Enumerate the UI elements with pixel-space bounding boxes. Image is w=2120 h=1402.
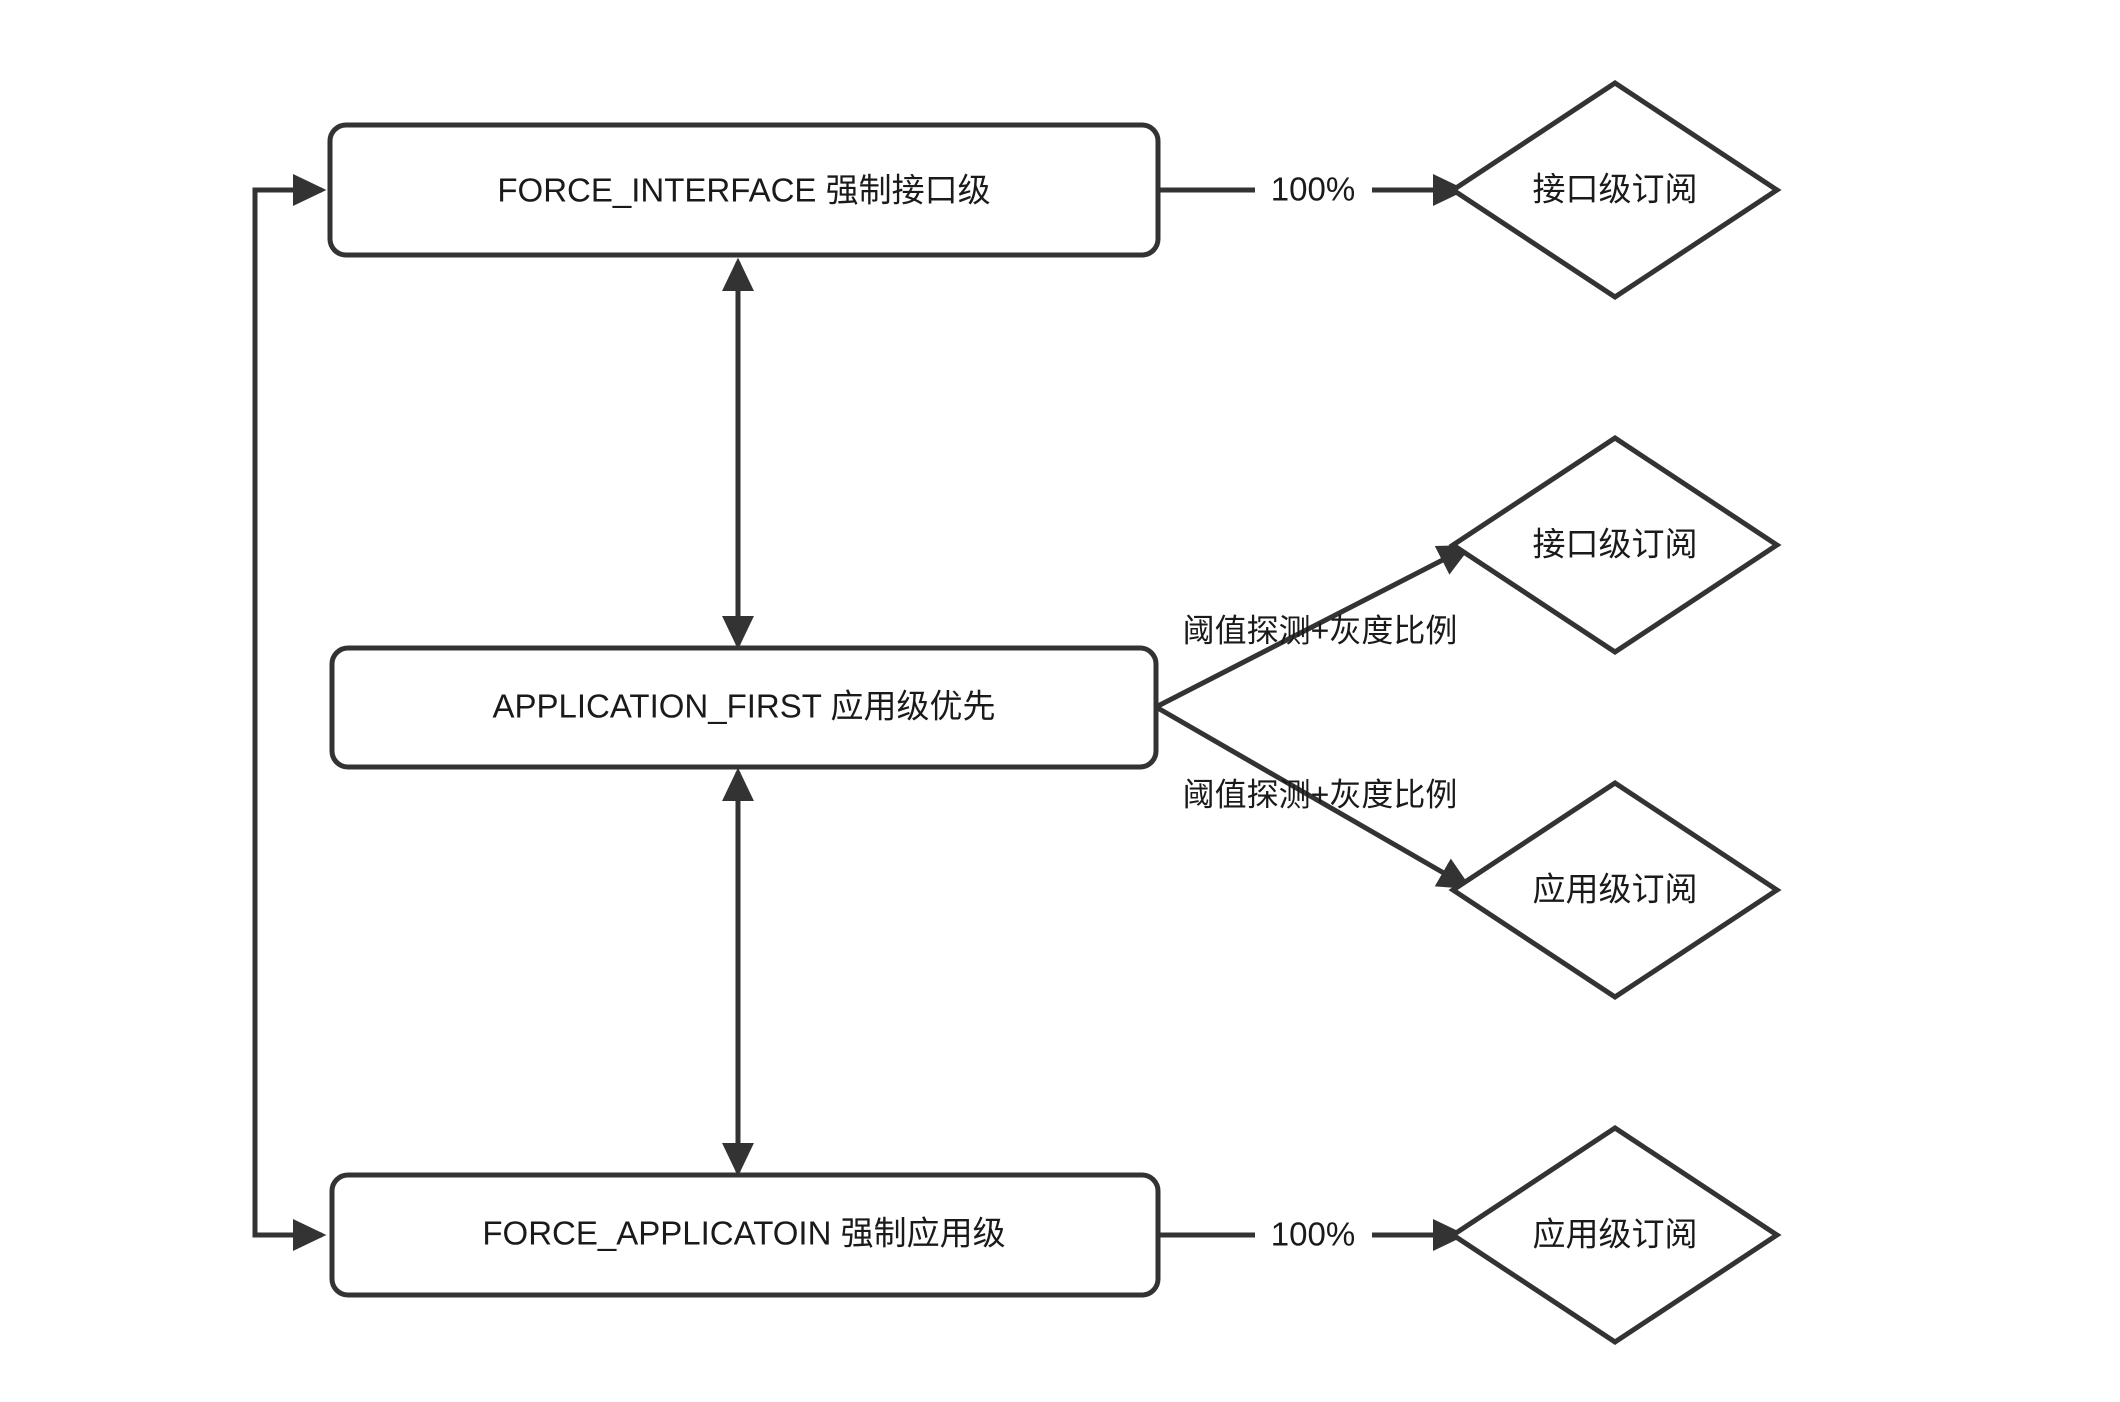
node-application-first[interactable]: APPLICATION_FIRST 应用级优先 [329, 645, 1159, 770]
node-interface-sub-mid-label: 接口级订阅 [1533, 526, 1698, 563]
node-interface-sub-top[interactable]: 接口级订阅 [1448, 80, 1782, 300]
edge-application-first-to-interface-sub: 阈值探测+灰度比例 [1154, 544, 1472, 710]
node-interface-sub-mid-shape[interactable] [1448, 435, 1782, 655]
edge-label-fork-lower: 阈值探测+灰度比例 [1183, 776, 1458, 812]
edge-fork-lower-line [1154, 704, 1472, 890]
node-force-interface-label: FORCE_INTERFACE 强制接口级 [497, 172, 990, 209]
node-application-sub-bottom-shape[interactable] [1448, 1125, 1782, 1345]
node-force-application[interactable]: FORCE_APPLICATOIN 强制应用级 [329, 1172, 1161, 1298]
node-application-first-label: APPLICATION_FIRST 应用级优先 [492, 688, 995, 725]
node-application-sub-mid-label: 应用级订阅 [1533, 871, 1698, 908]
edge-force-application-to-application-sub: 100% [1158, 1216, 1467, 1253]
node-interface-sub-mid[interactable]: 接口级订阅 [1448, 435, 1782, 655]
edge-application-first-to-application-sub: 阈值探测+灰度比例 [1154, 704, 1472, 890]
node-interface-sub-top-label: 接口级订阅 [1533, 171, 1698, 208]
edge-force-interface-to-interface-sub: 100% [1158, 171, 1467, 208]
node-application-sub-mid-shape[interactable] [1448, 780, 1782, 1000]
edge-label-bottom-percent: 100% [1271, 1216, 1355, 1253]
node-application-sub-mid[interactable]: 应用级订阅 [1448, 780, 1782, 1000]
edge-label-top-percent: 100% [1271, 171, 1355, 208]
edge-fork-upper-line [1154, 544, 1472, 710]
edge-label-fork-upper: 阈值探测+灰度比例 [1183, 612, 1458, 648]
node-force-application-label: FORCE_APPLICATOIN 强制应用级 [482, 1215, 1005, 1252]
edge-loop-left [252, 173, 327, 1252]
node-application-sub-bottom-label: 应用级订阅 [1533, 1216, 1698, 1253]
node-application-sub-bottom[interactable]: 应用级订阅 [1448, 1125, 1782, 1345]
loop-left-spine [252, 187, 300, 1238]
node-force-interface[interactable]: FORCE_INTERFACE 强制接口级 [327, 122, 1161, 258]
node-interface-sub-top-shape[interactable] [1448, 80, 1782, 300]
